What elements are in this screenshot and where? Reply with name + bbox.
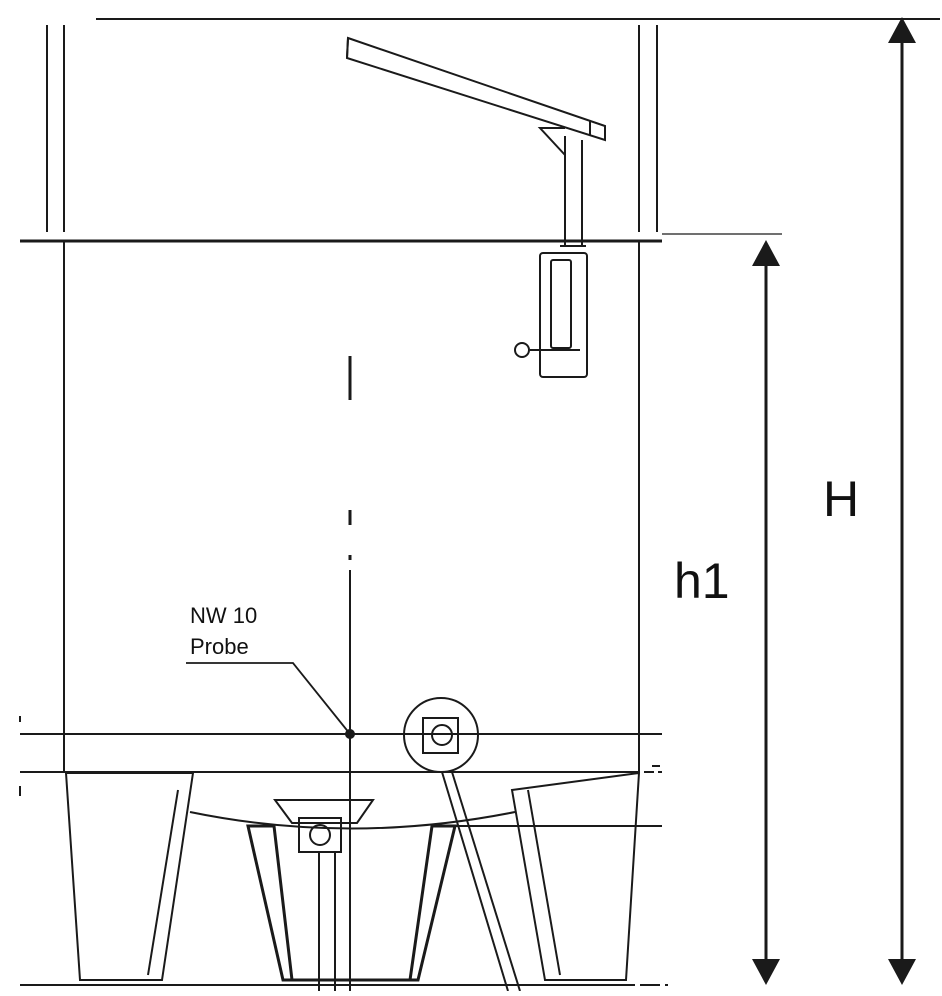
upper-frame [46, 25, 658, 232]
label-total-height: H [823, 471, 859, 527]
dimension-arrow-h1 [752, 240, 780, 985]
level-sensor-housing [514, 252, 588, 378]
swing-arm [345, 36, 606, 247]
bottom-outlet-valve [273, 799, 375, 991]
tank-feet [64, 771, 641, 982]
dimension-arrow-h [888, 17, 916, 985]
edge-marks [19, 716, 660, 796]
label-fill-height: h1 [674, 553, 730, 609]
label-probe-size: NW 10 [190, 603, 257, 628]
side-outlet-valve [403, 697, 521, 992]
tank-walls [63, 241, 640, 772]
label-probe-name: Probe [190, 634, 249, 659]
probe-leader-line [186, 662, 351, 735]
dished-bottom [189, 811, 516, 830]
